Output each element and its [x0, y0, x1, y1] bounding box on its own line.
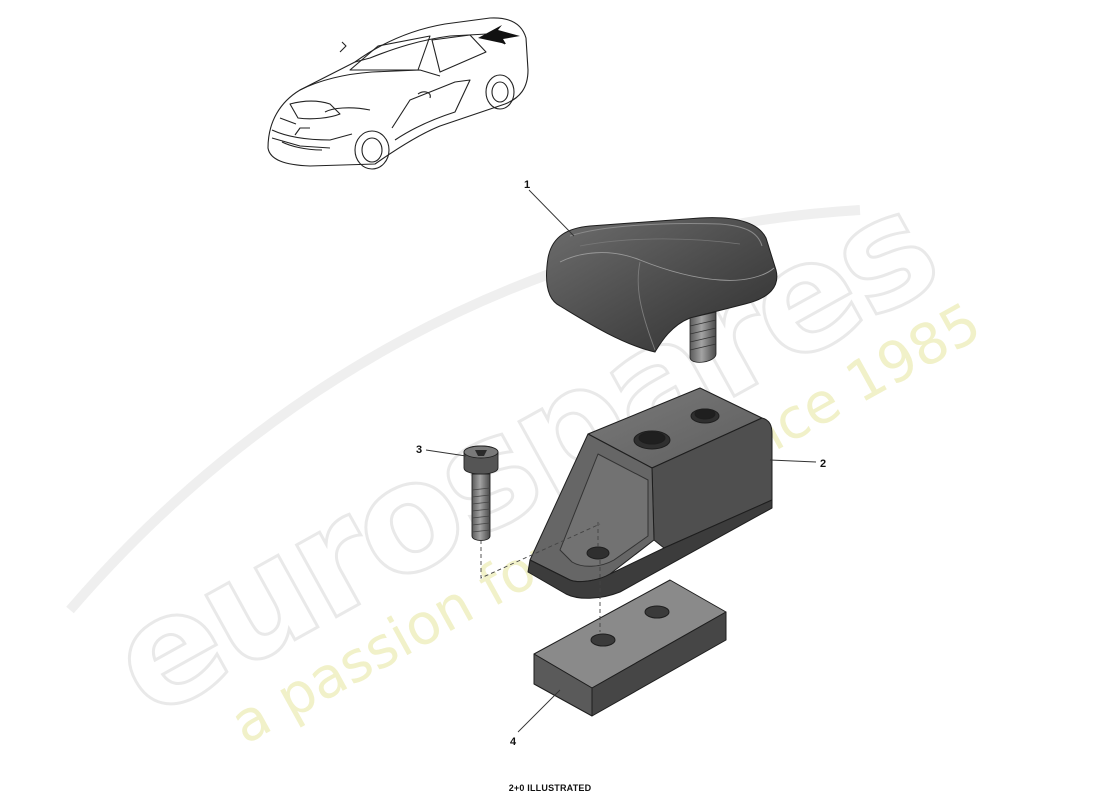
- callout-4: 4: [510, 736, 517, 748]
- location-arrow-icon: [478, 25, 520, 44]
- part-4-plate: [533, 579, 727, 717]
- callout-3: 3: [416, 444, 422, 456]
- watermark: eurospares a passion for parts since 198…: [66, 157, 992, 757]
- leader-2: [769, 459, 817, 463]
- leader-3: [425, 449, 467, 457]
- callout-1: 1: [524, 179, 530, 191]
- part-2-bracket: [527, 387, 773, 599]
- leader-1: [528, 189, 575, 237]
- callout-2: 2: [820, 458, 826, 470]
- diagram-caption: 2+0 ILLUSTRATED: [508, 783, 592, 793]
- leader-4: [517, 689, 561, 733]
- assembly-guides: [480, 522, 601, 632]
- leader-lines: [425, 189, 817, 733]
- watermark-brand: eurospares: [83, 159, 962, 752]
- part-3-bolt: [463, 445, 499, 541]
- car-thumbnail: [267, 17, 529, 170]
- part-1-cover: [546, 217, 778, 363]
